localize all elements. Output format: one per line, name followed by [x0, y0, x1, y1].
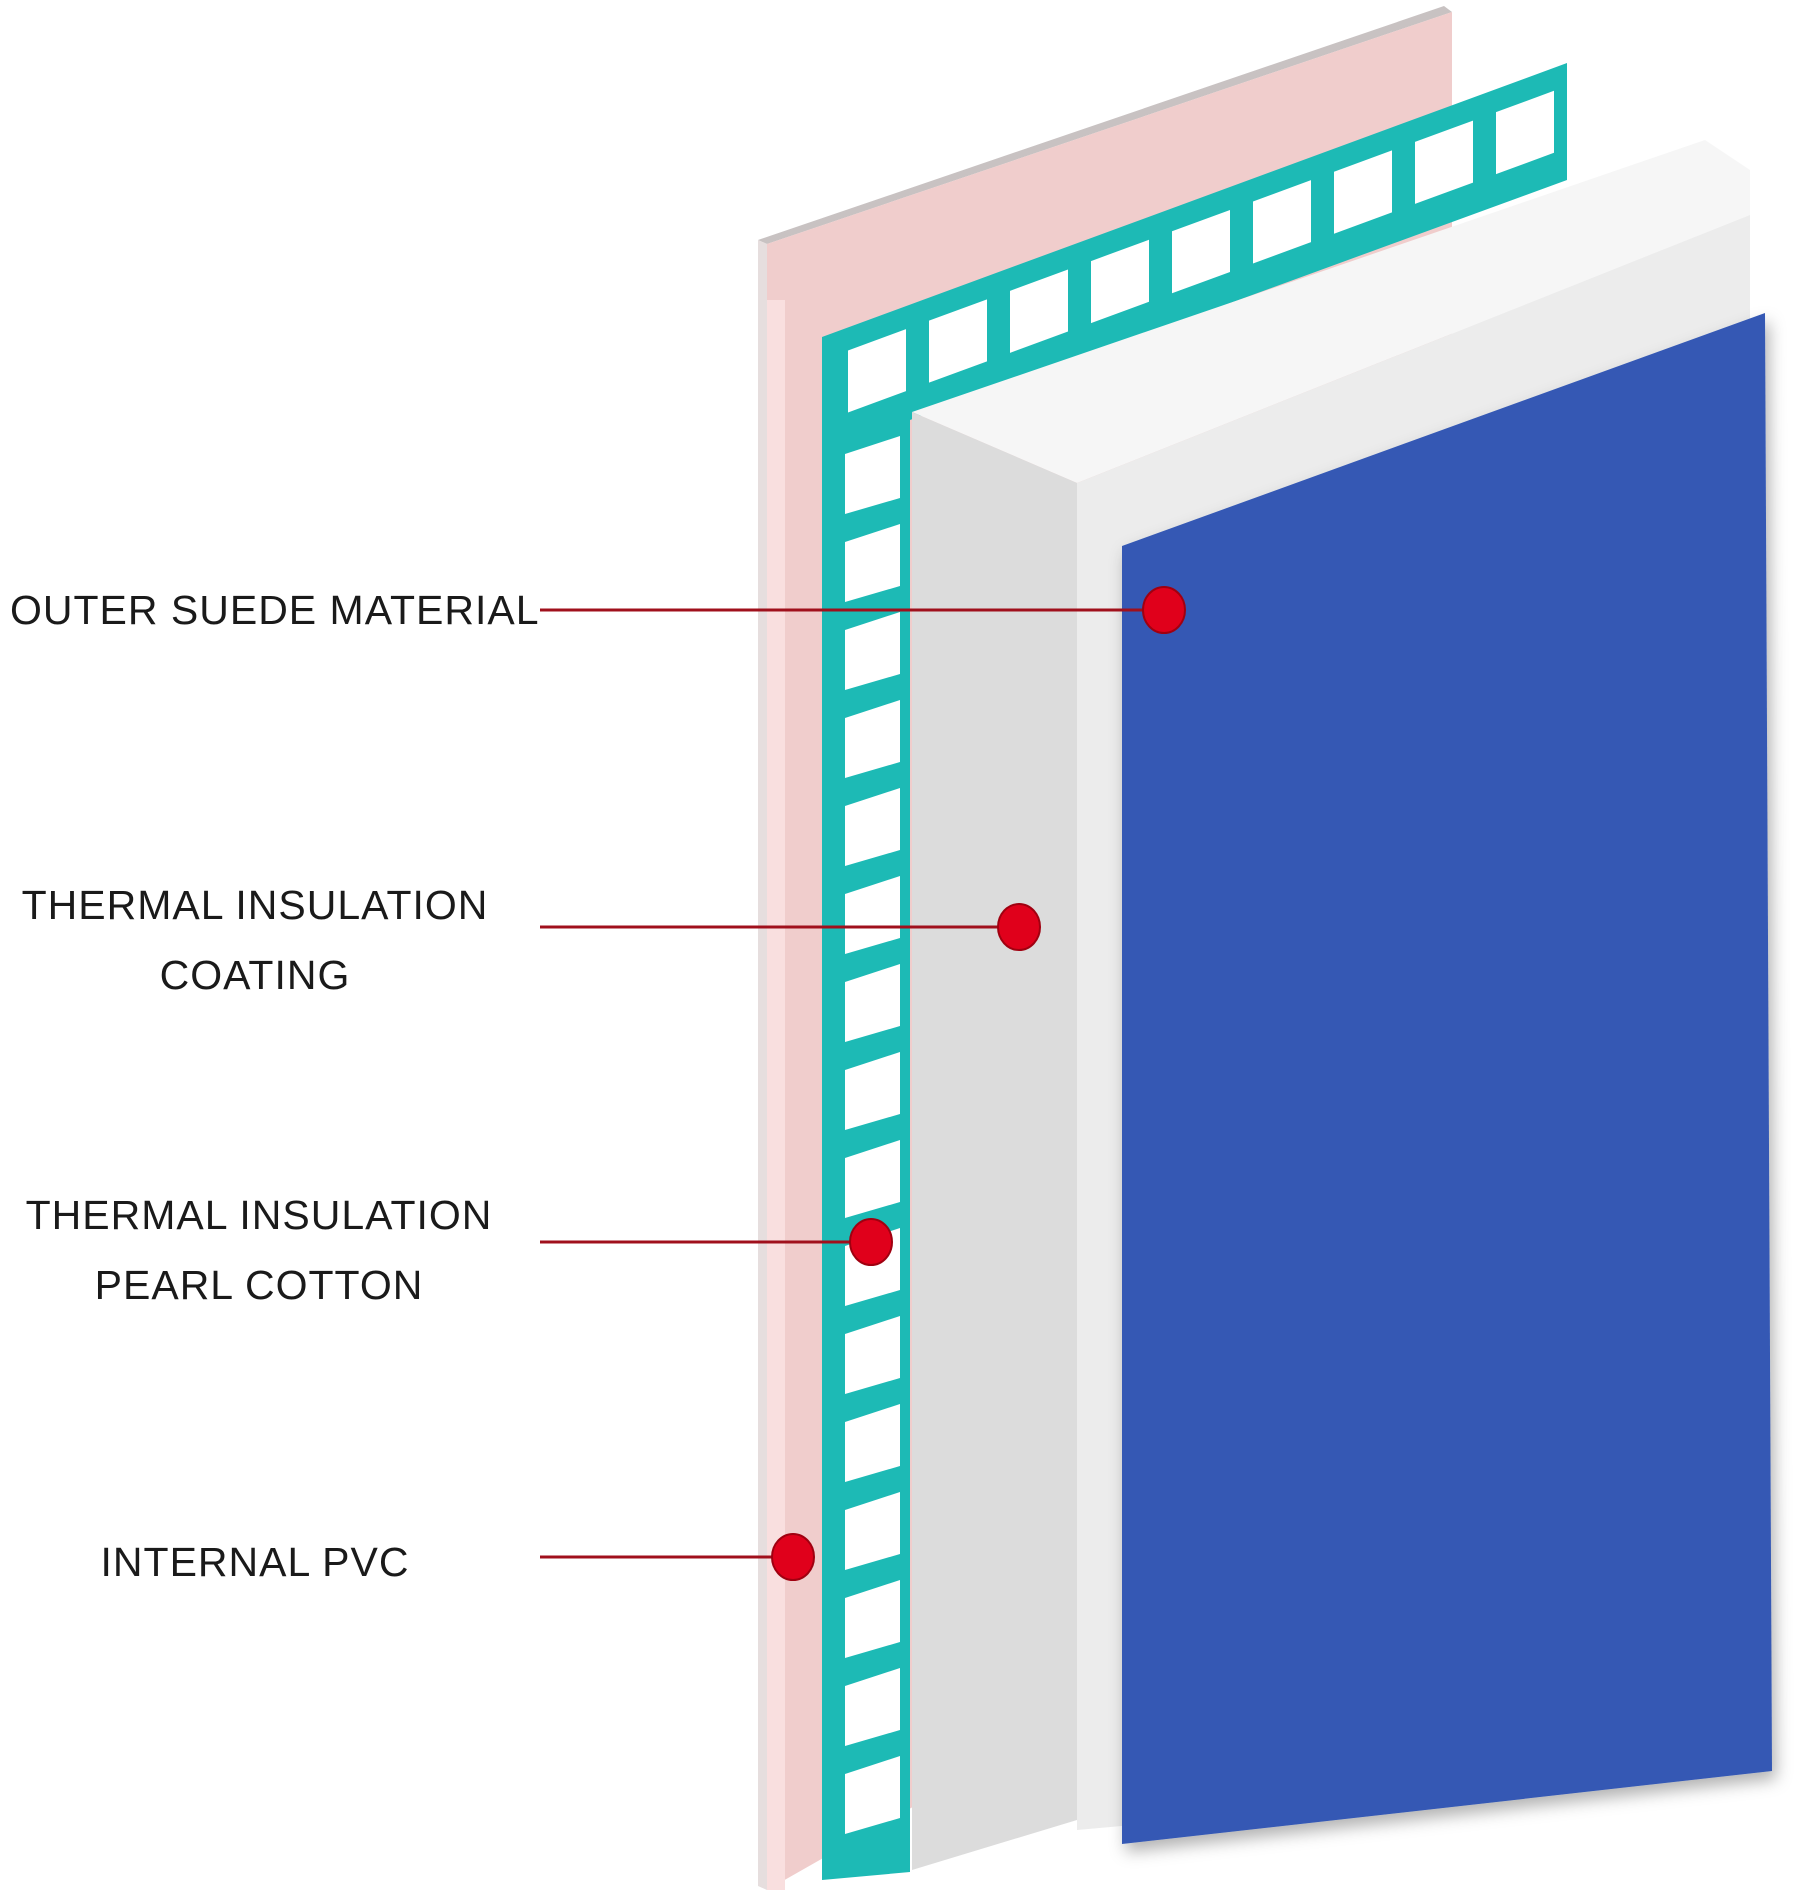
grid-cell — [929, 299, 987, 383]
label-line: THERMAL INSULATION — [25, 1192, 493, 1238]
grid-cell — [1091, 239, 1149, 324]
grid-cell — [1415, 120, 1473, 204]
grid-cell — [1334, 150, 1392, 234]
pointer-dot — [849, 1218, 893, 1266]
label-line: PEARL COTTON — [94, 1262, 424, 1308]
grid-cell — [845, 1580, 900, 1658]
grid-cell — [845, 964, 900, 1042]
label-pearl-cotton: THERMAL INSULATION PEARL COTTON — [14, 1180, 504, 1320]
grid-cell — [845, 612, 900, 690]
grid-cell — [845, 1668, 900, 1746]
label-line: THERMAL INSULATION — [21, 882, 489, 928]
grid-cell — [845, 876, 900, 954]
label-internal-pvc: INTERNAL PVC — [10, 1527, 500, 1597]
grid-cell — [845, 1492, 900, 1570]
label-outer-suede: OUTER SUEDE MATERIAL — [10, 575, 540, 645]
label-line: OUTER SUEDE MATERIAL — [10, 587, 540, 633]
pointer-dot — [771, 1533, 815, 1581]
outer-suede-layer — [1122, 313, 1772, 1844]
grid-cell — [845, 1756, 900, 1834]
grid-cell — [845, 788, 900, 866]
grid-cell — [1010, 269, 1068, 353]
grid-cell — [1172, 209, 1230, 294]
grid-cell — [1496, 90, 1554, 175]
label-thermal-coating: THERMAL INSULATION COATING — [10, 870, 500, 1010]
grid-cell — [845, 436, 900, 514]
grid-cell — [1253, 180, 1311, 264]
pointer-dot — [997, 903, 1041, 951]
grid-cell — [845, 700, 900, 778]
label-line: INTERNAL PVC — [100, 1539, 410, 1585]
grid-cell — [845, 1404, 900, 1482]
grid-cell — [845, 1052, 900, 1130]
grid-cell — [848, 329, 906, 413]
label-line: COATING — [159, 952, 351, 998]
pointer-dot — [1142, 586, 1186, 634]
grid-cell — [845, 524, 900, 602]
pearl-cotton-layer — [822, 63, 1567, 1880]
grid-cell — [845, 1316, 900, 1394]
grid-cell — [845, 1140, 900, 1218]
